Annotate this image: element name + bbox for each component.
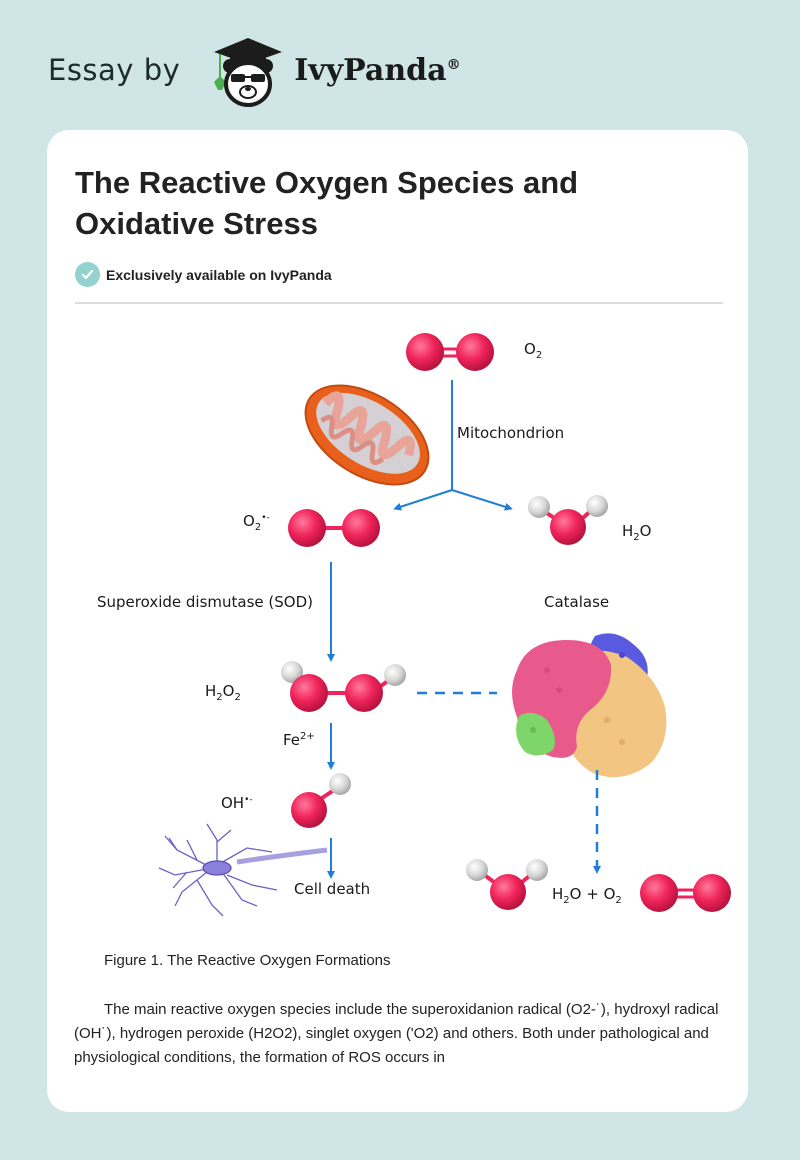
o2-molecule-top bbox=[406, 333, 494, 371]
label-subscript: 2 bbox=[563, 895, 570, 906]
label-subscript: 2 bbox=[234, 692, 241, 703]
exclusive-badge: Exclusively available on IvyPanda bbox=[75, 262, 332, 287]
oxygen-atom bbox=[490, 874, 526, 910]
hydrogen-atom bbox=[526, 859, 548, 881]
label-subscript: 2 bbox=[254, 522, 262, 533]
mitochondrion-pathway-arrows bbox=[393, 380, 513, 511]
oxygen-atom bbox=[550, 509, 586, 545]
neuron-icon bbox=[158, 823, 328, 917]
hydrogen-atom bbox=[384, 664, 406, 686]
label-text: O + O bbox=[569, 885, 616, 903]
label-h2o2: H2O2 bbox=[205, 682, 241, 703]
label-o2-top: O2 bbox=[524, 340, 542, 361]
h2o2-molecule bbox=[281, 661, 406, 712]
label-mitochondrion: Mitochondrion bbox=[457, 424, 565, 442]
label-superscript: •- bbox=[244, 795, 253, 805]
label-subscript: 2 bbox=[633, 532, 640, 543]
mitochondrion-icon bbox=[304, 384, 430, 486]
oxygen-atom bbox=[342, 509, 380, 547]
oxygen-atom bbox=[288, 509, 326, 547]
water-molecule-bottom bbox=[466, 859, 548, 910]
hydrogen-atom bbox=[466, 859, 488, 881]
water-molecule-top bbox=[528, 495, 608, 545]
label-text: O bbox=[639, 522, 652, 540]
label-superscript: 2+ bbox=[300, 731, 315, 742]
label-text: O bbox=[243, 512, 255, 530]
brand-prefix: Essay by bbox=[48, 53, 181, 87]
figure-graphics bbox=[158, 333, 731, 917]
check-circle-icon bbox=[75, 262, 100, 287]
label-iron: Fe2+ bbox=[283, 731, 315, 749]
label-text: OH bbox=[221, 794, 245, 812]
oxygen-atom bbox=[290, 674, 328, 712]
label-superscript: •- bbox=[261, 513, 270, 523]
page-title: The Reactive Oxygen Species and Oxidativ… bbox=[75, 165, 579, 241]
hydrogen-atom bbox=[329, 773, 351, 795]
oxygen-atom bbox=[693, 874, 731, 912]
label-catalase: Catalase bbox=[544, 593, 610, 611]
o2-molecule-bottom bbox=[640, 874, 731, 912]
registered-mark: ® bbox=[446, 56, 461, 73]
hydroxyl-molecule bbox=[291, 773, 351, 828]
article-card: The Reactive Oxygen Species and Oxidativ… bbox=[47, 130, 748, 1112]
hydrogen-atom bbox=[281, 661, 303, 683]
brand-name: IvyPanda® bbox=[294, 53, 460, 88]
label-text: H bbox=[552, 885, 564, 903]
label-hydroxyl: OH•- bbox=[221, 794, 253, 812]
hydrogen-atom bbox=[586, 495, 608, 517]
oxygen-atom bbox=[406, 333, 444, 371]
superoxide-molecule bbox=[288, 509, 380, 547]
label-text: H bbox=[622, 522, 634, 540]
brand-name-text: IvyPanda bbox=[294, 52, 447, 88]
label-subscript: 2 bbox=[615, 895, 622, 906]
label-text: Fe bbox=[283, 731, 301, 749]
divider bbox=[75, 302, 723, 304]
label-text: H bbox=[205, 682, 217, 700]
oxygen-atom bbox=[291, 792, 327, 828]
ros-formation-figure: O2 Mitochondrion O2•- H2O Superoxide dis… bbox=[47, 130, 748, 950]
figure-caption: Figure 1. The Reactive Oxygen Formations bbox=[104, 952, 391, 969]
label-products: H2O + O2 bbox=[552, 885, 622, 906]
body-paragraph: The main reactive oxygen species include… bbox=[74, 1001, 719, 1066]
brand-header[interactable]: Essay by IvyPanda® bbox=[48, 30, 461, 110]
oxygen-atom bbox=[345, 674, 383, 712]
panda-graduate-icon bbox=[214, 38, 283, 107]
oxygen-atom bbox=[640, 874, 678, 912]
badge-text: Exclusively available on IvyPanda bbox=[106, 266, 332, 283]
catalase-protein-icon bbox=[512, 633, 667, 778]
hydrogen-atom bbox=[528, 496, 550, 518]
oxygen-atom bbox=[456, 333, 494, 371]
label-water: H2O bbox=[622, 522, 651, 543]
label-text: O bbox=[524, 340, 536, 358]
label-subscript: 2 bbox=[216, 692, 223, 703]
label-text: O bbox=[222, 682, 235, 700]
label-superoxide: O2•- bbox=[243, 512, 270, 533]
label-subscript: 2 bbox=[535, 350, 543, 361]
label-sod: Superoxide dismutase (SOD) bbox=[97, 593, 313, 611]
label-cell-death: Cell death bbox=[294, 880, 371, 898]
